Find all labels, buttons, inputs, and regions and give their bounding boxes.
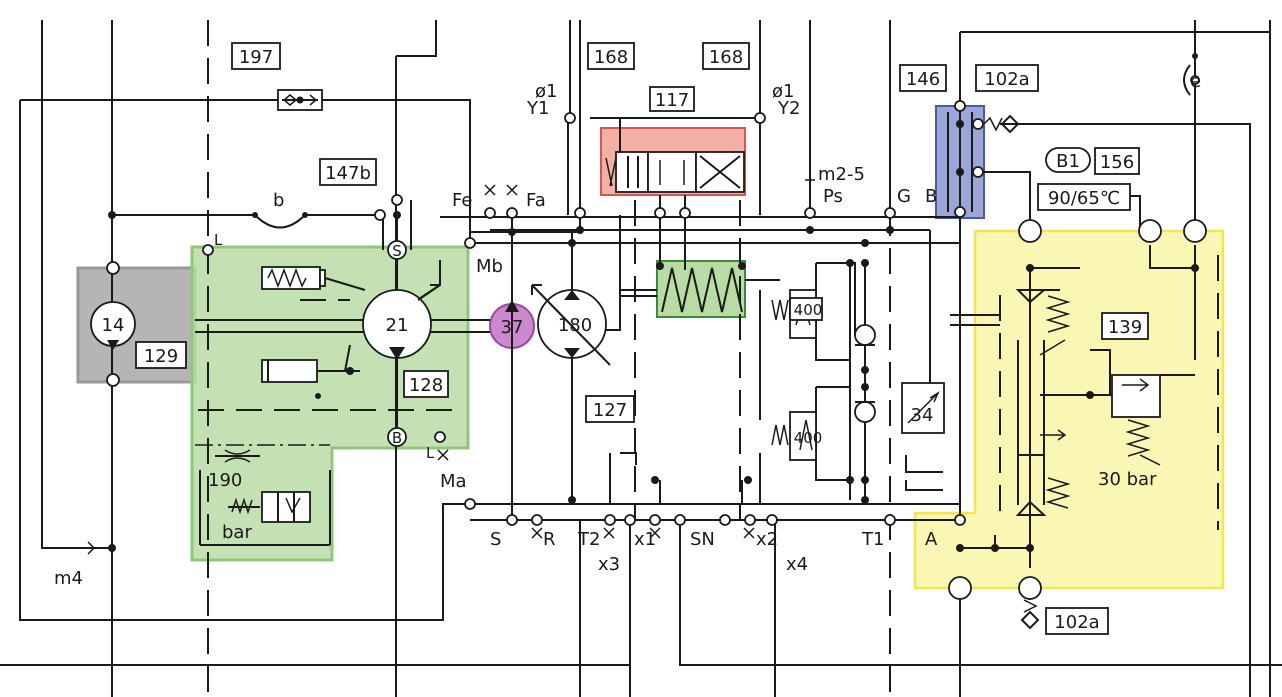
- ref-139: 139: [1108, 317, 1142, 338]
- b1-oval: [1045, 147, 1091, 173]
- label-x4: x4: [786, 554, 808, 575]
- ref-117: 117: [655, 90, 689, 111]
- label-fe: Fe: [452, 190, 472, 211]
- pump-180: 180: [531, 284, 611, 366]
- label-y1: Y1: [526, 98, 549, 119]
- valve-117: [590, 117, 760, 193]
- spring-block: [620, 262, 746, 313]
- small-circles-green: S B: [387, 240, 407, 447]
- label-t2: T2: [577, 529, 600, 550]
- ref-156: 156: [1100, 152, 1134, 173]
- port-labels: Fe Fa Mb Ma G B m2-5 Ps Y1 Y2 ø1 ø1 S R …: [54, 71, 1201, 589]
- label-b-top: B: [925, 186, 937, 207]
- check-valves: [854, 324, 876, 423]
- e-line-marker: [1183, 64, 1191, 96]
- label-g: G: [897, 186, 911, 207]
- block-146: [947, 112, 1020, 212]
- label-m4: m4: [54, 568, 83, 589]
- junction-dots: [108, 53, 1199, 552]
- label-r: R: [543, 529, 556, 550]
- label-a: A: [925, 529, 938, 550]
- label-x1: x1: [634, 529, 656, 550]
- label-x3: x3: [598, 554, 620, 575]
- port-circles: [106, 75, 1207, 600]
- pump-14-label: 14: [102, 315, 125, 336]
- label-y2: Y2: [777, 98, 800, 119]
- ref-129: 129: [144, 346, 178, 367]
- pump-37-label: 37: [501, 317, 524, 338]
- b-circle-label: B: [392, 429, 402, 447]
- plug-marks: [87, 176, 815, 555]
- pump-37: 37: [501, 300, 524, 338]
- ref-b1: B1: [1056, 151, 1080, 172]
- label-l: L: [214, 231, 223, 249]
- label-l2: L: [426, 444, 435, 462]
- ref-boxes: 197 168 168 117 146 102a 147b B1 156 90/…: [135, 42, 1149, 635]
- yellow-block-internals: [950, 231, 1219, 568]
- label-e-line: e: [1190, 71, 1201, 92]
- highlight-yellow-139: [913, 229, 1225, 590]
- ref-102a-bottom: 102a: [1054, 612, 1099, 633]
- pump-14: 14: [90, 301, 136, 350]
- ref-146: 146: [906, 69, 940, 90]
- label-ps: Ps: [823, 186, 843, 207]
- pipe-lines: [0, 20, 1282, 697]
- label-phi1-left: ø1: [535, 81, 557, 102]
- ref-90-65: 90/65℃: [1048, 188, 1120, 209]
- component-labels: 400 400 34 190: [208, 297, 934, 491]
- label-30bar: 30 bar: [1098, 469, 1157, 490]
- ref-128: 128: [409, 375, 443, 396]
- label-m2-5: m2-5: [818, 164, 865, 185]
- comp-34: 34: [911, 405, 934, 426]
- motor-21-label: 21: [386, 315, 409, 336]
- label-phi1-right: ø1: [772, 81, 794, 102]
- ref-197: 197: [239, 47, 273, 68]
- label-s: S: [490, 529, 501, 550]
- label-bar: bar: [222, 522, 252, 543]
- pump-180-label: 180: [558, 315, 592, 336]
- comp-400b: 400: [794, 429, 823, 447]
- motor-21: 21: [362, 284, 441, 360]
- ref-168a: 168: [594, 47, 628, 68]
- ref-102a-top: 102a: [984, 69, 1029, 90]
- comp-190: 190: [208, 470, 242, 491]
- label-mb: Mb: [476, 256, 503, 277]
- ref-147b: 147b: [325, 163, 371, 184]
- ref-168b: 168: [709, 47, 743, 68]
- label-ma: Ma: [440, 471, 467, 492]
- label-b-line: b: [273, 190, 284, 211]
- s-circle-label: S: [392, 242, 402, 260]
- label-fa: Fa: [526, 190, 546, 211]
- label-x2: x2: [756, 529, 778, 550]
- ref-127: 127: [593, 400, 627, 421]
- check-102a-bottom: [1020, 599, 1040, 630]
- label-t1: T1: [861, 529, 884, 550]
- label-sn: SN: [690, 529, 715, 550]
- comp-400a: 400: [794, 301, 823, 319]
